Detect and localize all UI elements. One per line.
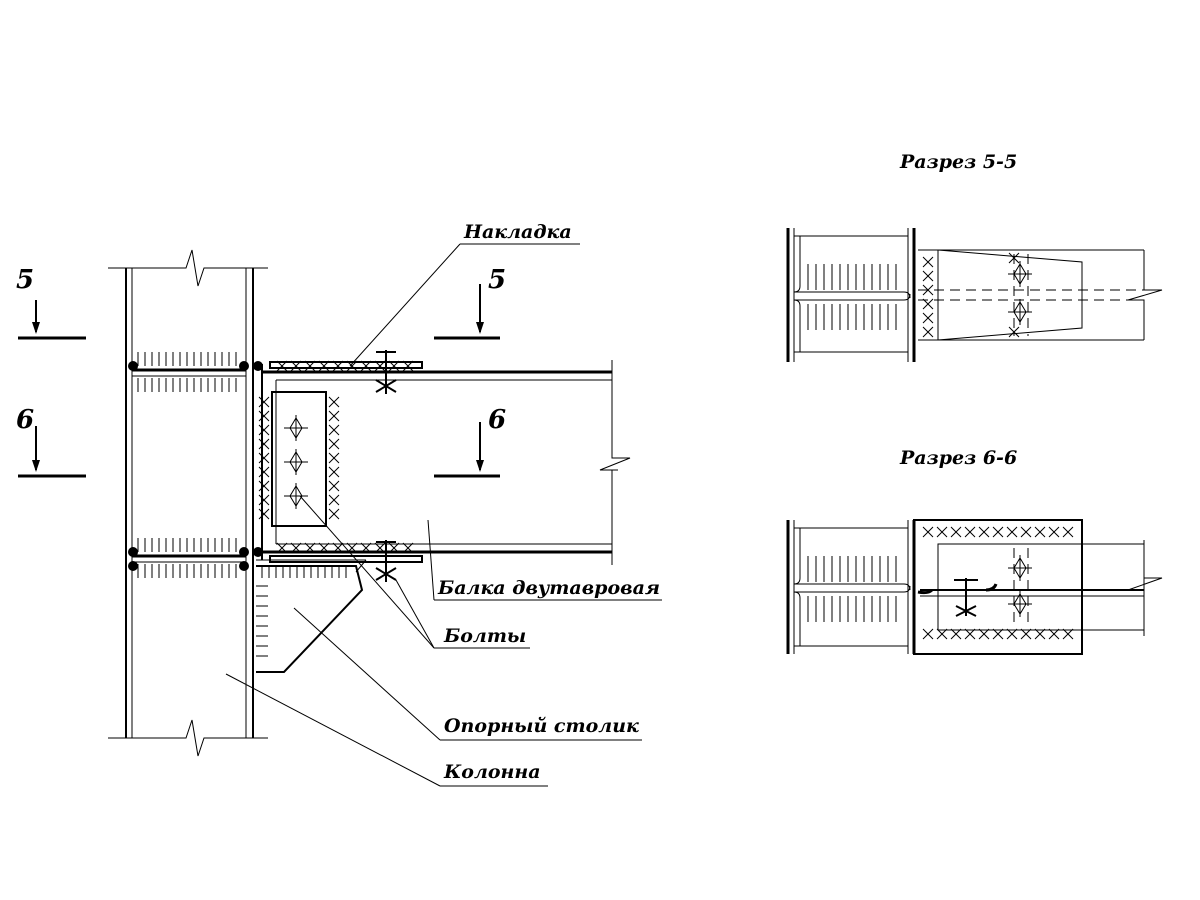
label-nakladka: Накладка (349, 221, 580, 367)
label-stolik: Опорный столик (293, 607, 642, 741)
svg-text:5: 5 (488, 265, 506, 295)
svg-text:Болты: Болты (443, 625, 526, 647)
svg-text:Колонна: Колонна (443, 761, 541, 783)
label-bolty: Болты (299, 495, 530, 649)
section-6-title: Разрез 6-6 (899, 447, 1017, 469)
bottom-plate (269, 540, 423, 582)
svg-text:6: 6 (488, 405, 506, 435)
top-cover-plate (269, 350, 423, 394)
label-kolonna: Колонна (225, 673, 548, 787)
section-5-view (786, 228, 1163, 362)
i-beam (261, 360, 631, 565)
svg-text:5: 5 (16, 265, 34, 295)
column (108, 249, 268, 757)
section-mark-5-left: 5 (16, 265, 86, 340)
web-plate (258, 391, 340, 527)
section-5-title: Разрез 5-5 (899, 151, 1017, 173)
column-stiffeners (128, 352, 263, 578)
section-mark-6-right: 6 (434, 405, 506, 478)
section-mark-6-left: 6 (16, 405, 86, 478)
support-table (256, 559, 367, 673)
section-mark-5-right: 5 (434, 265, 506, 340)
section-6-view (786, 519, 1163, 655)
svg-text:Накладка: Накладка (463, 221, 572, 243)
svg-text:6: 6 (16, 405, 34, 435)
label-balka: Балка двутавровая (427, 519, 662, 601)
svg-text:Балка двутавровая: Балка двутавровая (437, 577, 660, 599)
svg-text:Опорный столик: Опорный столик (444, 715, 639, 737)
